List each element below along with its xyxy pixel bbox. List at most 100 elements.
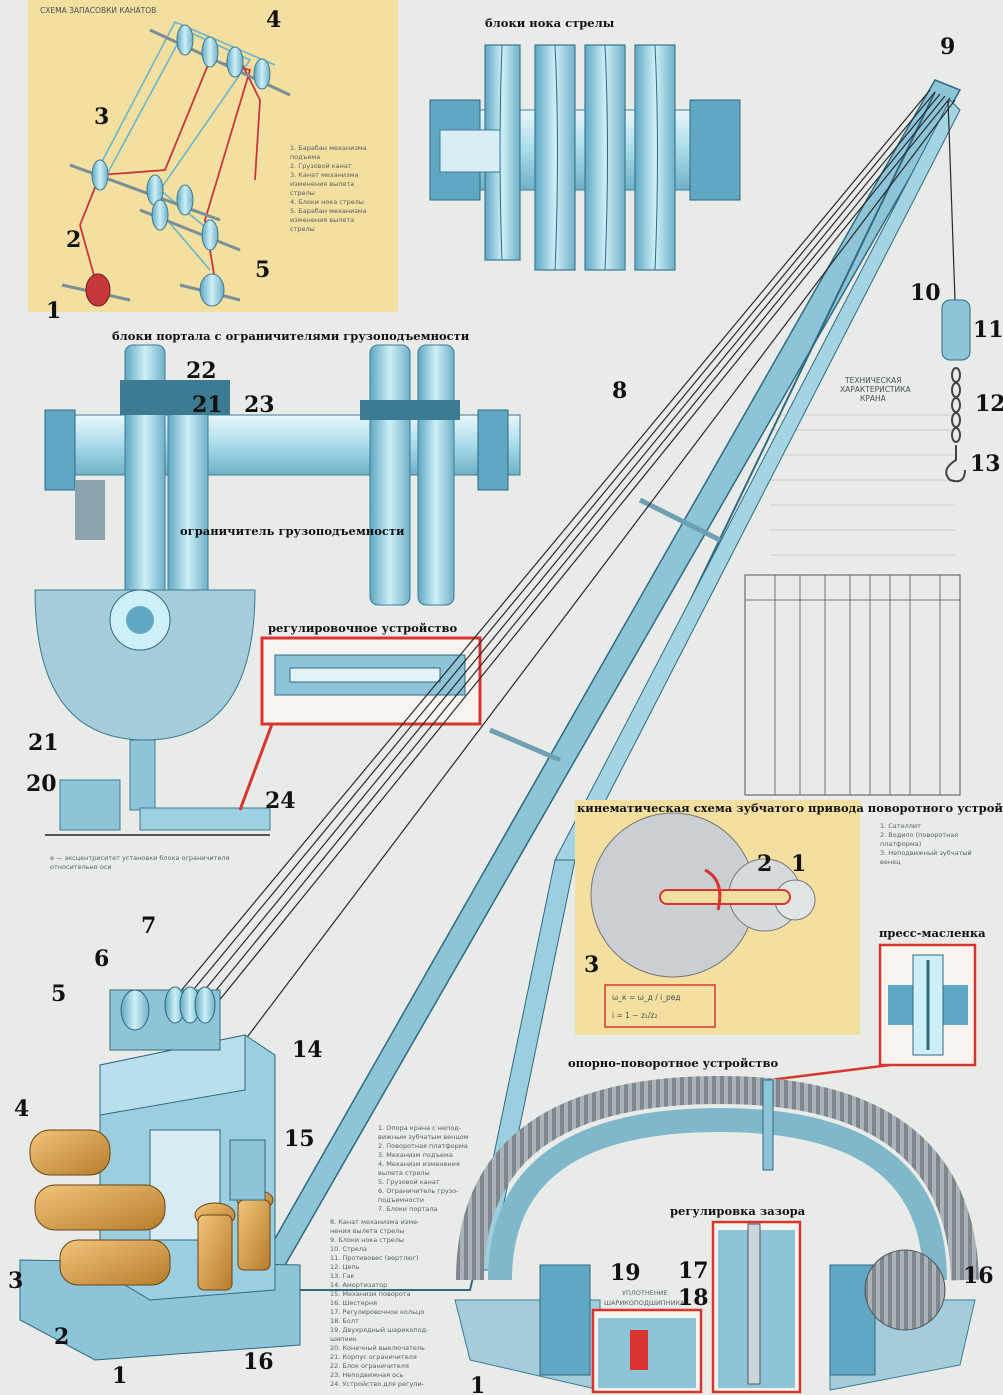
svg-text:24. Устройство для регули-: 24. Устройство для регули- [330,1380,425,1388]
svg-text:2. Грузовой канат: 2. Грузовой канат [290,162,352,170]
svg-text:8. Канат механизма изме-: 8. Канат механизма изме- [330,1218,420,1226]
boom-number-11: 11 [973,317,1003,343]
svg-text:изменения вылета: изменения вылета [290,180,354,188]
bearing-number-19: 19 [610,1260,641,1286]
svg-text:вылета стрелы: вылета стрелы [378,1169,430,1177]
svg-text:4. Механизм изменения: 4. Механизм изменения [378,1160,460,1168]
bearing-number-16: 16 [963,1263,994,1289]
svg-text:3. Неподвижный зубчатый: 3. Неподвижный зубчатый [880,849,972,857]
svg-text:1. Сателлит: 1. Сателлит [880,822,921,830]
svg-text:21. Корпус ограничителя: 21. Корпус ограничителя [330,1353,417,1361]
svg-text:е — эксцентриситет установки б: е — эксцентриситет установки блока огран… [50,854,230,862]
svg-text:УПЛОТНЕНИЕ: УПЛОТНЕНИЕ [622,1289,668,1297]
svg-text:изменения вылета: изменения вылета [290,216,354,224]
reeving-number-4: 4 [266,7,281,33]
svg-text:1. Барабан механизма: 1. Барабан механизма [290,144,367,152]
slewing-bearing-illustration: опорно-поворотное устройство регулировка… [454,1056,994,1395]
bearing-number-17: 17 [678,1258,709,1284]
svg-text:14. Амортизатор: 14. Амортизатор [330,1281,387,1289]
reeving-number-1: 1 [46,298,61,324]
svg-text:2. Водило (поворотная: 2. Водило (поворотная [880,831,958,839]
kinematic-scheme-panel: кинематическая схема зубчатого привода п… [575,800,1003,1035]
adjusting-device-caption: регулировочное устройство [268,621,457,635]
svg-text:9. Блоки нока стрелы: 9. Блоки нока стрелы [330,1236,404,1244]
svg-text:4. Блоки нока стрелы: 4. Блоки нока стрелы [290,198,364,206]
svg-text:22. Блок ограничителя: 22. Блок ограничителя [330,1362,409,1370]
base-number-4: 4 [14,1096,29,1122]
parts-legend: 1. Опора крана с непод- вижным зубчатым … [330,1124,469,1388]
boom-number-15: 15 [284,1126,315,1152]
boom-number-12: 12 [975,391,1003,417]
drive-number-1: 1 [791,851,806,877]
svg-text:11. Противовес (вертлюг): 11. Противовес (вертлюг) [330,1254,419,1262]
svg-text:венец: венец [880,858,901,866]
boom-number-14: 14 [292,1037,323,1063]
drive-number-2: 2 [757,851,772,877]
gap-adjustment-caption: регулировка зазора [670,1204,806,1218]
adjusting-device-detail: регулировочное устройство [238,621,482,811]
reeving-scheme-panel: СХЕМА ЗАПАСОВКИ КАНАТОВ [28,0,398,324]
drive-number-3: 3 [584,952,599,978]
boom-number-8: 8 [612,378,627,404]
portal-number-21: 21 [192,392,223,418]
svg-text:3. Канат механизма: 3. Канат механизма [290,171,359,179]
boom-number-9: 9 [940,34,955,60]
svg-text:6. Ограничитель грузо-: 6. Ограничитель грузо- [378,1187,459,1195]
svg-text:ХАРАКТЕРИСТИКА: ХАРАКТЕРИСТИКА [840,385,911,394]
reeving-number-2: 2 [66,227,81,253]
svg-text:ТЕХНИЧЕСКАЯ: ТЕХНИЧЕСКАЯ [844,376,902,385]
svg-text:13. Гак: 13. Гак [330,1272,354,1280]
svg-text:i = 1 − z₁/z₂: i = 1 − z₁/z₂ [612,1011,657,1020]
svg-text:12. Цепь: 12. Цепь [330,1263,360,1271]
svg-text:19. Двухрядный шарикопод-: 19. Двухрядный шарикопод- [330,1326,429,1334]
portal-number-22: 22 [186,358,217,384]
svg-text:17. Регулировочное кольцо: 17. Регулировочное кольцо [330,1308,424,1316]
svg-text:3. Механизм подъема: 3. Механизм подъема [378,1151,453,1159]
portal-number-24: 24 [265,788,296,814]
svg-text:шипник: шипник [330,1335,357,1343]
boom-number-6: 6 [94,946,109,972]
svg-text:15. Механизм поворота: 15. Механизм поворота [330,1290,411,1298]
svg-text:5. Грузовой канат: 5. Грузовой канат [378,1178,440,1186]
svg-text:5. Барабан механизма: 5. Барабан механизма [290,207,367,215]
svg-text:нения вылета стрелы: нения вылета стрелы [330,1227,404,1235]
svg-text:7. Блоки портала: 7. Блоки портала [378,1205,437,1213]
svg-text:16. Шестерня: 16. Шестерня [330,1299,377,1307]
svg-text:10. Стрела: 10. Стрела [330,1245,367,1253]
kinematic-scheme-caption: кинематическая схема зубчатого привода п… [577,801,1003,815]
svg-text:стрелы: стрелы [290,189,315,197]
grease-gun-caption: пресс-масленка [879,926,986,940]
portal-blocks-caption: блоки портала с ограничителями грузоподъ… [112,329,470,343]
portal-number-21-b: 21 [28,730,59,756]
crane-boom: 9 8 10 11 12 13 [164,34,1003,1301]
load-limiter-detail: е — эксцентриситет установки блока огран… [26,589,296,871]
portal-number-20: 20 [26,771,57,797]
base-number-3: 3 [8,1268,23,1294]
portal-number-23: 23 [244,392,275,418]
svg-text:подъемности: подъемности [378,1196,424,1204]
boom-number-10: 10 [910,280,941,306]
svg-text:ШАРИКОПОДШИПНИКА: ШАРИКОПОДШИПНИКА [604,1299,685,1307]
base-number-1: 1 [112,1363,127,1389]
svg-text:вижным зубчатым венцом: вижным зубчатым венцом [378,1133,469,1141]
boom-head-blocks-illustration: блоки нока стрелы [429,16,741,271]
bearing-number-1: 1 [470,1373,485,1395]
svg-text:относительно оси: относительно оси [50,863,112,871]
grease-gun-detail: пресс-масленка [769,926,986,1082]
svg-text:ω_к = ω_д / i_ред: ω_к = ω_д / i_ред [612,993,681,1002]
svg-text:стрелы: стрелы [290,225,315,233]
base-number-16: 16 [243,1349,274,1375]
svg-text:СХЕМА ЗАПАСОВКИ КАНАТОВ: СХЕМА ЗАПАСОВКИ КАНАТОВ [40,6,156,15]
svg-text:2. Поворотная платформа: 2. Поворотная платформа [378,1142,468,1150]
svg-text:20. Конечный выключатель: 20. Конечный выключатель [330,1344,425,1352]
reeving-number-5: 5 [255,257,270,283]
boom-number-13: 13 [970,451,1001,477]
svg-text:подъема: подъема [290,153,320,161]
svg-text:КРАНА: КРАНА [860,394,887,403]
portal-blocks-illustration: блоки портала с ограничителями грузоподъ… [44,329,521,606]
svg-text:18. Болт: 18. Болт [330,1317,359,1325]
svg-text:1. Опора крана с непод-: 1. Опора крана с непод- [378,1124,462,1132]
base-number-5: 5 [51,981,66,1007]
base-number-2: 2 [54,1324,69,1350]
